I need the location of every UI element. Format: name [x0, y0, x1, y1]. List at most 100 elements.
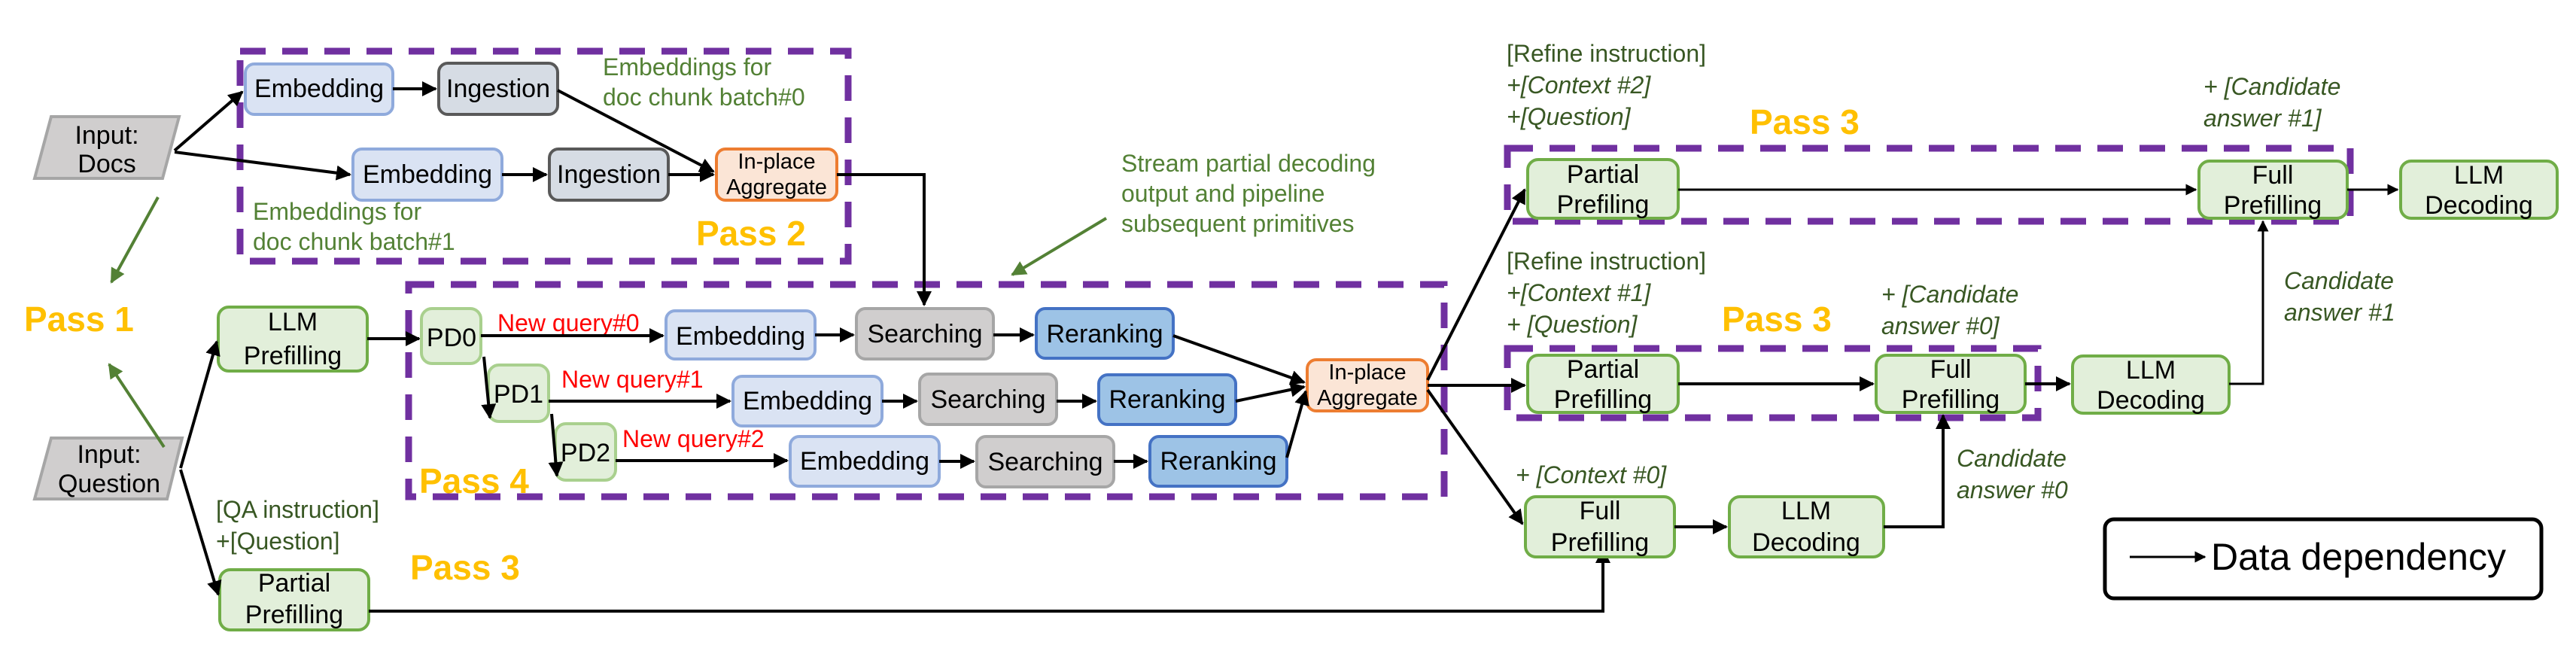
pass4-embedding-0-label: Embedding: [676, 322, 805, 351]
top-full-line2: Prefilling: [2224, 191, 2322, 220]
pass4-label: Pass 4: [419, 461, 529, 500]
aggregate-to-bot-full: [1426, 388, 1524, 525]
pass2-ingestion-b: Ingestion: [548, 148, 670, 202]
new-query-2: New query#2: [622, 425, 765, 452]
bot-answer-label-line2: answer #0: [1957, 476, 2068, 503]
mid-decoding-line2: Decoding: [2097, 386, 2205, 415]
bot-full-line2: Prefilling: [1551, 528, 1649, 557]
bot-full-line1: Full: [1580, 497, 1621, 525]
llm-prefilling-line1: LLM: [268, 308, 318, 336]
legend: Data dependency: [2103, 517, 2544, 601]
pass4-aggregate-line1: In-place: [1328, 361, 1406, 385]
top-candidate-note-line2: answer #1]: [2203, 105, 2322, 132]
partial-prefilling-left-line2: Prefilling: [245, 601, 343, 629]
pass4-searching-1-label: Searching: [930, 385, 1045, 414]
aggregate-to-searching: [837, 173, 932, 306]
mid-full-line2: Prefilling: [1902, 385, 2000, 414]
mid-partial-line2: Prefilling: [1554, 385, 1652, 414]
stream-note-line2: output and pipeline: [1121, 180, 1324, 207]
mid-full-prefilling: Full Prefilling: [1875, 354, 2027, 414]
top-note-line2: +[Context #2]: [1507, 71, 1651, 99]
mid-partial-line1: Partial: [1567, 355, 1639, 384]
note-batch0-line2: doc chunk batch#0: [603, 84, 805, 111]
bot-llm-decoding: LLM Decoding: [1728, 495, 1885, 558]
pass2-aggregate-line1: In-place: [738, 150, 815, 174]
top-llm-decoding: LLM Decoding: [2399, 160, 2559, 220]
pass4-aggregate: In-place Aggregate: [1306, 358, 1429, 412]
pass3-top-label: Pass 3: [1750, 102, 1860, 141]
pass4-embedding-1: Embedding: [731, 375, 884, 427]
top-note-line3: +[Question]: [1507, 103, 1632, 130]
pass2-ingestion-b-label: Ingestion: [557, 160, 661, 189]
qa-note-line1: [QA instruction]: [216, 496, 379, 523]
mid-decoding-line1: LLM: [2126, 356, 2176, 385]
pass4-embedding-2: Embedding: [789, 435, 941, 488]
ingestion-a-to-aggregate: [557, 89, 715, 173]
bot-decoding-to-mid-full: [1884, 414, 1951, 528]
qa-note-line2: +[Question]: [216, 528, 340, 555]
question-to-llm-prefilling: [179, 340, 220, 469]
docs-to-embedding-b: [174, 151, 351, 181]
new-query-0: New query#0: [497, 309, 640, 336]
mid-note-line2: +[Context #1]: [1507, 279, 1651, 306]
pass4-searching-1: Searching: [918, 373, 1058, 426]
input-docs: Input: Docs: [32, 115, 181, 180]
bot-note: + [Context #0]: [1516, 461, 1667, 488]
mid-decoding-to-top-full: [2229, 220, 2269, 385]
partial-prefilling-to-bottom-full: [369, 548, 1610, 613]
pd2-label: PD2: [561, 439, 610, 467]
pd0-label: PD0: [427, 324, 476, 352]
question-to-partial-prefilling: [179, 469, 222, 596]
input-docs-line1: Input:: [75, 121, 138, 150]
pass4-reranking-0-label: Reranking: [1047, 320, 1163, 348]
pd2: PD2: [554, 422, 617, 482]
llm-prefilling-line2: Prefilling: [244, 342, 342, 370]
pass4-embedding-0: Embedding: [665, 309, 817, 361]
input-question-line2: Question: [58, 470, 160, 498]
pass2-label: Pass 2: [696, 214, 806, 253]
mid-note-line3: + [Question]: [1507, 311, 1638, 338]
reranking-2-to-aggregate: [1285, 390, 1309, 458]
pass4-searching-0: Searching: [855, 307, 995, 361]
pass2-border: [236, 47, 852, 265]
pass4-embedding-2-label: Embedding: [800, 447, 929, 476]
pass2-embedding-b-label: Embedding: [363, 160, 492, 189]
partial-prefilling-left-line1: Partial: [258, 569, 330, 598]
bot-decoding-line1: LLM: [1781, 497, 1831, 525]
pass4-reranking-1: Reranking: [1097, 373, 1237, 426]
stream-note-line1: Stream partial decoding: [1121, 150, 1376, 177]
mid-full-line1: Full: [1930, 355, 1972, 384]
pass4-searching-2: Searching: [975, 435, 1115, 488]
pass3-mid-label: Pass 3: [1722, 300, 1832, 339]
pass3-top-border: [1504, 145, 2354, 225]
mid-llm-decoding: LLM Decoding: [2071, 354, 2231, 415]
top-partial-line1: Partial: [1567, 160, 1639, 189]
input-question: Input: Question: [32, 437, 184, 500]
mid-answer-label-line1: Candidate: [2284, 267, 2394, 294]
bot-decoding-line2: Decoding: [1752, 528, 1860, 557]
top-decoding-line1: LLM: [2454, 161, 2504, 190]
legend-label: Data dependency: [2211, 536, 2506, 578]
note-batch1-line2: doc chunk batch#1: [253, 228, 455, 255]
pass4-reranking-1-label: Reranking: [1109, 385, 1226, 414]
stream-note-line3: subsequent primitives: [1121, 210, 1354, 237]
top-full-line1: Full: [2252, 161, 2294, 190]
mid-candidate-note-line2: answer #0]: [1881, 312, 2000, 339]
pd1-to-pd2: [548, 413, 564, 477]
pass4-reranking-2-label: Reranking: [1160, 447, 1277, 476]
top-note-line1: [Refine instruction]: [1507, 40, 1706, 67]
mid-answer-label-line2: answer #1: [2284, 299, 2395, 326]
note-batch1-line1: Embeddings for: [253, 198, 421, 225]
pd1-label: PD1: [494, 380, 543, 409]
pass4-reranking-2: Reranking: [1148, 435, 1288, 488]
docs-to-embedding-a: [173, 90, 244, 152]
top-decoding-line2: Decoding: [2425, 191, 2533, 220]
new-query-1: New query#1: [561, 366, 704, 393]
pass4-searching-2-label: Searching: [987, 448, 1102, 476]
llm-prefilling: LLM Prefilling: [217, 306, 369, 373]
input-question-line1: Input:: [77, 440, 141, 469]
mid-candidate-note-line1: + [Candidate: [1881, 281, 2018, 308]
pd0-to-pd1: [481, 356, 497, 419]
pass4-embedding-1-label: Embedding: [743, 387, 872, 415]
pass2-embedding-a: Embedding: [244, 62, 394, 116]
